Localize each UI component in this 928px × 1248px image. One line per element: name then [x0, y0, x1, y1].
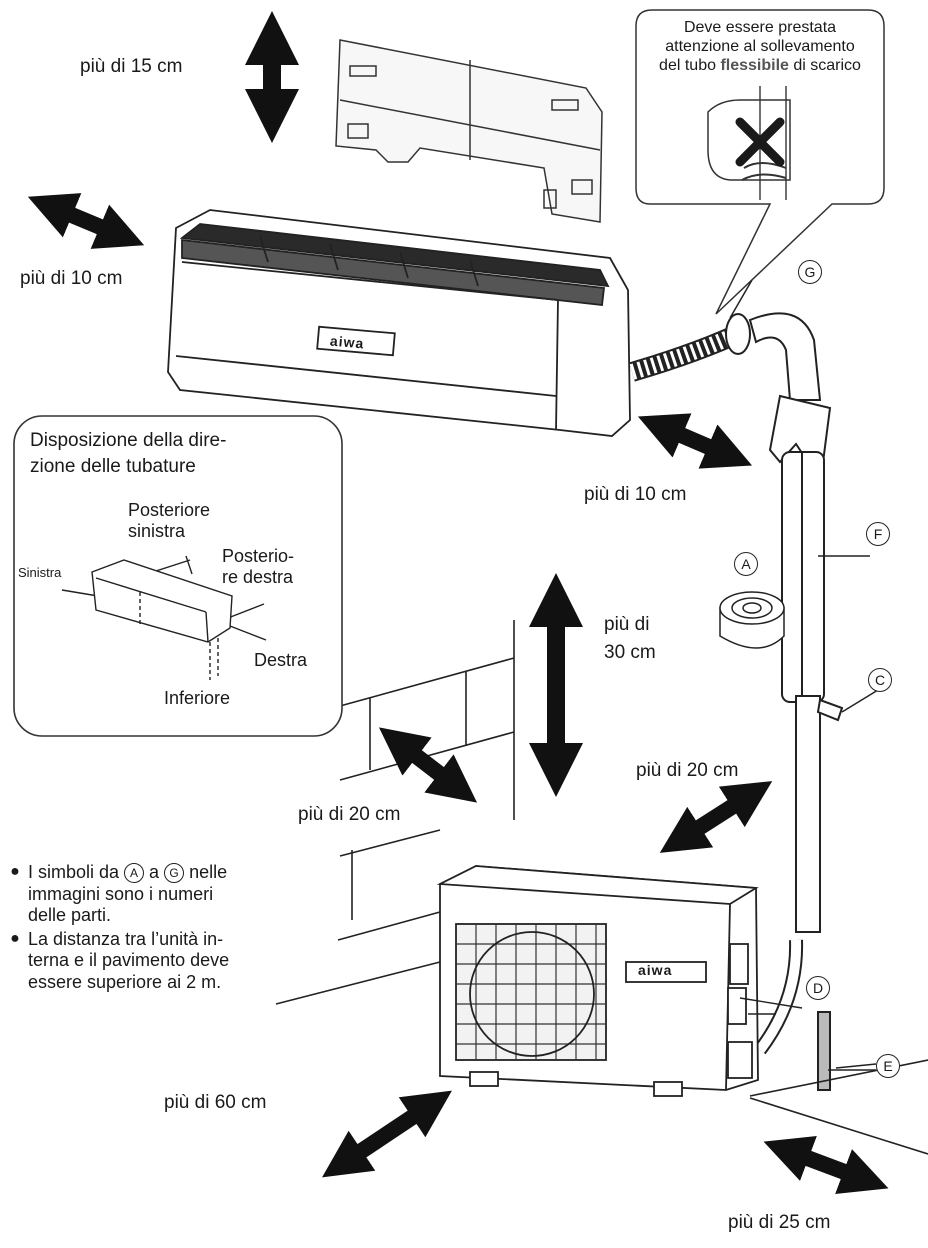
note-text: I simboli da A a G nelle immagini sono i…: [28, 862, 227, 927]
clearance-above-outdoor-label: più di: [604, 614, 650, 635]
indoor-brand-logo: aiwa: [329, 332, 365, 352]
rear-left-label-1: Posteriore: [128, 500, 211, 520]
arrow-left-outdoor: [378, 727, 478, 803]
callout-line-3a: del tubo: [659, 57, 721, 75]
part-a-inline: A: [124, 863, 145, 884]
note-item: ● La distanza tra l’unità in- terna e il…: [2, 929, 312, 994]
rear-left-label: Posteriore sinistra: [128, 500, 210, 541]
callout-line-3c: di scarico: [788, 57, 861, 75]
drain-hose-indoor: [629, 279, 832, 472]
part-e-marker: E: [876, 1054, 900, 1078]
clearance-arrows: [27, 11, 889, 1195]
callout-line-3b: flessibile: [720, 57, 789, 75]
clearance-front-outdoor-label: più di 60 cm: [164, 1092, 267, 1113]
note-1-part-c: nelle: [184, 862, 228, 882]
drain-warning-callout: Deve essere prestata attenzione al solle…: [640, 18, 880, 76]
piping-direction-box: [13, 415, 343, 737]
note-2-line-3: essere superiore ai 2 m.: [28, 971, 222, 992]
piping-box-title-1: Disposizione della dire-: [30, 430, 227, 451]
right-label: Destra: [254, 650, 308, 670]
note-2-line-2: terna e il pavimento deve: [28, 950, 230, 971]
part-a-marker: A: [734, 552, 758, 576]
clearance-side-outdoor-label: più di 25 cm: [728, 1212, 831, 1233]
note-2-line-1: La distanza tra l’unità in-: [28, 928, 224, 949]
part-f-marker: F: [866, 522, 890, 546]
callout-line-2: attenzione al sollevamento: [665, 38, 855, 56]
wall: [275, 620, 928, 1155]
part-g-inline: G: [164, 863, 185, 884]
callout-bubble: [635, 9, 885, 315]
arrow-side-outdoor: [763, 1135, 889, 1195]
outdoor-unit: [436, 865, 776, 1097]
clearance-above-outdoor-value: 30 cm: [604, 642, 656, 663]
note-1-line-3: delle parti.: [28, 905, 112, 926]
bullet-icon: ●: [10, 863, 20, 880]
bottom-label: Inferiore: [164, 688, 231, 708]
part-leaders: [739, 997, 877, 1069]
mounting-plate: [335, 39, 603, 223]
note-1-part-b: a: [144, 862, 165, 882]
rear-right-label-2: re destra: [222, 566, 294, 587]
arrow-right-outdoor: [659, 781, 773, 853]
part-c-marker: C: [868, 668, 892, 692]
arrow-front-outdoor: [322, 1090, 452, 1178]
tape-roll: [719, 591, 785, 649]
bullet-icon: ●: [10, 929, 20, 947]
note-item: ● I simboli da A a G nelle immagini sono…: [2, 862, 312, 927]
rear-right-label: Posterio- re destra: [222, 546, 294, 587]
insulated-pipe: [754, 451, 879, 1091]
rear-right-label-1: Posterio-: [222, 546, 295, 566]
notes-list: ● I simboli da A a G nelle immagini sono…: [2, 862, 312, 996]
part-g-marker: G: [798, 260, 822, 284]
clearance-top-label: più di 15 cm: [80, 56, 183, 77]
note-1-part-a: I simboli da: [28, 862, 125, 882]
part-d-marker: D: [806, 976, 830, 1000]
rear-left-label-2: sinistra: [128, 520, 186, 541]
piping-box-title: Disposizione della dire- zione delle tub…: [30, 428, 226, 479]
arrow-right-indoor: [637, 413, 753, 469]
piping-box-title-2: zione delle tubature: [30, 455, 196, 477]
clearance-left-outdoor-label: più di 20 cm: [298, 804, 401, 825]
note-1-line-2: immagini sono i numeri: [28, 883, 214, 904]
callout-line-3: del tubo flessibile di scarico: [640, 56, 880, 75]
arrow-left-indoor: [27, 193, 145, 249]
indoor-unit: [167, 209, 631, 437]
callout-line-1: Deve essere prestata: [683, 19, 837, 36]
clearance-left-indoor-label: più di 10 cm: [20, 268, 123, 289]
clearance-right-indoor-label: più di 10 cm: [584, 484, 687, 505]
outdoor-brand-logo: aiwa: [638, 962, 673, 978]
left-label: Sinistra: [18, 565, 62, 580]
clearance-right-outdoor-label: più di 20 cm: [636, 760, 739, 781]
note-text: La distanza tra l’unità in- terna e il p…: [28, 929, 229, 994]
